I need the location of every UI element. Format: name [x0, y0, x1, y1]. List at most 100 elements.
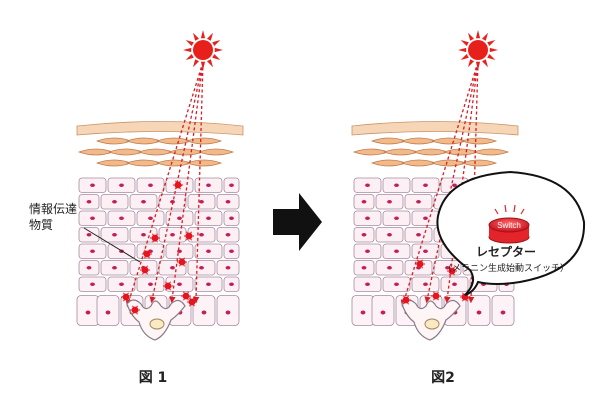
messenger-dot [140, 265, 150, 275]
cornified-cell [185, 159, 223, 167]
uv-rays [125, 61, 204, 308]
cornified-cell [77, 148, 115, 156]
cell-nucleus [416, 232, 421, 237]
cell-nucleus [177, 216, 182, 221]
sun-ray [460, 40, 469, 46]
messenger-dot [150, 233, 160, 243]
cell-nucleus [90, 282, 95, 287]
cell-nucleus [141, 232, 146, 237]
cell-nucleus [394, 216, 399, 221]
cell-nucleus [201, 310, 207, 315]
messenger-dot [130, 305, 140, 315]
cell-nucleus [119, 183, 124, 188]
messenger-dot [401, 295, 411, 305]
cell-nucleus [387, 199, 392, 204]
messenger-dot [163, 281, 173, 291]
messenger-dot [187, 297, 197, 307]
uv-ray [192, 61, 204, 304]
sun-icon [458, 30, 498, 70]
figure-2-caption: 図2 [431, 370, 455, 386]
cell-nucleus [452, 183, 457, 188]
sun-ray [207, 59, 213, 68]
skin-layers [76, 121, 244, 326]
cornified-cell [185, 137, 223, 145]
sparkle-marks [494, 204, 525, 215]
cornified-cell [472, 148, 510, 156]
receptor-title: レセプター [476, 244, 536, 259]
cornified-cell [197, 148, 235, 156]
messenger-dot [431, 291, 441, 301]
sun-ray [487, 40, 496, 46]
cell-nucleus [225, 265, 231, 270]
melanocyte-cell [401, 299, 461, 341]
cell-nucleus [206, 249, 211, 254]
sun-disc [468, 40, 488, 60]
cell-nucleus [119, 282, 124, 287]
cell-nucleus [365, 216, 370, 221]
cell-nucleus [90, 183, 95, 188]
cell-nucleus [387, 232, 392, 237]
cell-nucleus [112, 232, 117, 237]
cell-nucleus [85, 310, 91, 315]
messenger-dot [142, 249, 152, 259]
sun-ray [475, 61, 481, 70]
cell-nucleus [229, 249, 234, 254]
annotation-label-line2: 物質 [29, 217, 53, 232]
cell-nucleus [177, 249, 182, 254]
sun-ray [489, 47, 498, 53]
cell-nucleus [206, 216, 211, 221]
cell-nucleus [394, 282, 399, 287]
cell-nucleus [206, 183, 211, 188]
sun-ray [185, 40, 194, 46]
messenger-dot [177, 257, 187, 267]
cell-nucleus [361, 199, 367, 204]
figure-1-caption: 図 1 [139, 370, 168, 386]
messenger-dot [447, 266, 457, 276]
sun-ray [468, 59, 474, 68]
transition-arrow [273, 193, 322, 251]
cornified-cell [155, 159, 193, 167]
cell-nucleus [86, 265, 92, 270]
sun-ray [468, 32, 474, 41]
cell-nucleus [365, 249, 370, 254]
cell-nucleus [225, 199, 231, 204]
uv-ray [149, 61, 204, 304]
cell-nucleus [148, 282, 153, 287]
cell-nucleus [225, 232, 231, 237]
cornified-cell [442, 148, 480, 156]
sun-ray [212, 40, 221, 46]
sun-ray [207, 32, 213, 41]
uv-ray [444, 61, 479, 304]
cell-nucleus [445, 265, 450, 270]
cornified-cell [460, 137, 498, 145]
cell-nucleus [141, 199, 146, 204]
figure-2: Switch レセプター （メラニン生成始動スイッチ） 図2 [351, 30, 586, 386]
cornified-cell [95, 137, 133, 145]
cell-nucleus [229, 183, 234, 188]
cell-nucleus [229, 216, 234, 221]
sun-ray [193, 59, 199, 68]
cornified-cell [400, 159, 438, 167]
annotation-label-line1: 情報伝達 [29, 202, 77, 216]
cell-nucleus [112, 199, 117, 204]
sun-ray [460, 54, 469, 60]
cell-nucleus [365, 282, 370, 287]
cell-nucleus [90, 216, 95, 221]
messenger-dot [173, 180, 183, 190]
cell-nucleus [361, 265, 367, 270]
sun-ray [475, 30, 481, 39]
cell-nucleus [394, 183, 399, 188]
cornified-cell [412, 148, 450, 156]
messenger-substances [401, 259, 470, 305]
skin-surface [76, 121, 244, 136]
cornified-cell [400, 137, 438, 145]
cell-nucleus [170, 232, 175, 237]
cell-nucleus [177, 282, 182, 287]
messenger-dot [181, 291, 191, 301]
messenger-dot [184, 231, 194, 241]
sun-ray [183, 47, 192, 53]
cell-nucleus [360, 310, 366, 315]
cornified-cell [137, 148, 175, 156]
sun-ray [193, 32, 199, 41]
